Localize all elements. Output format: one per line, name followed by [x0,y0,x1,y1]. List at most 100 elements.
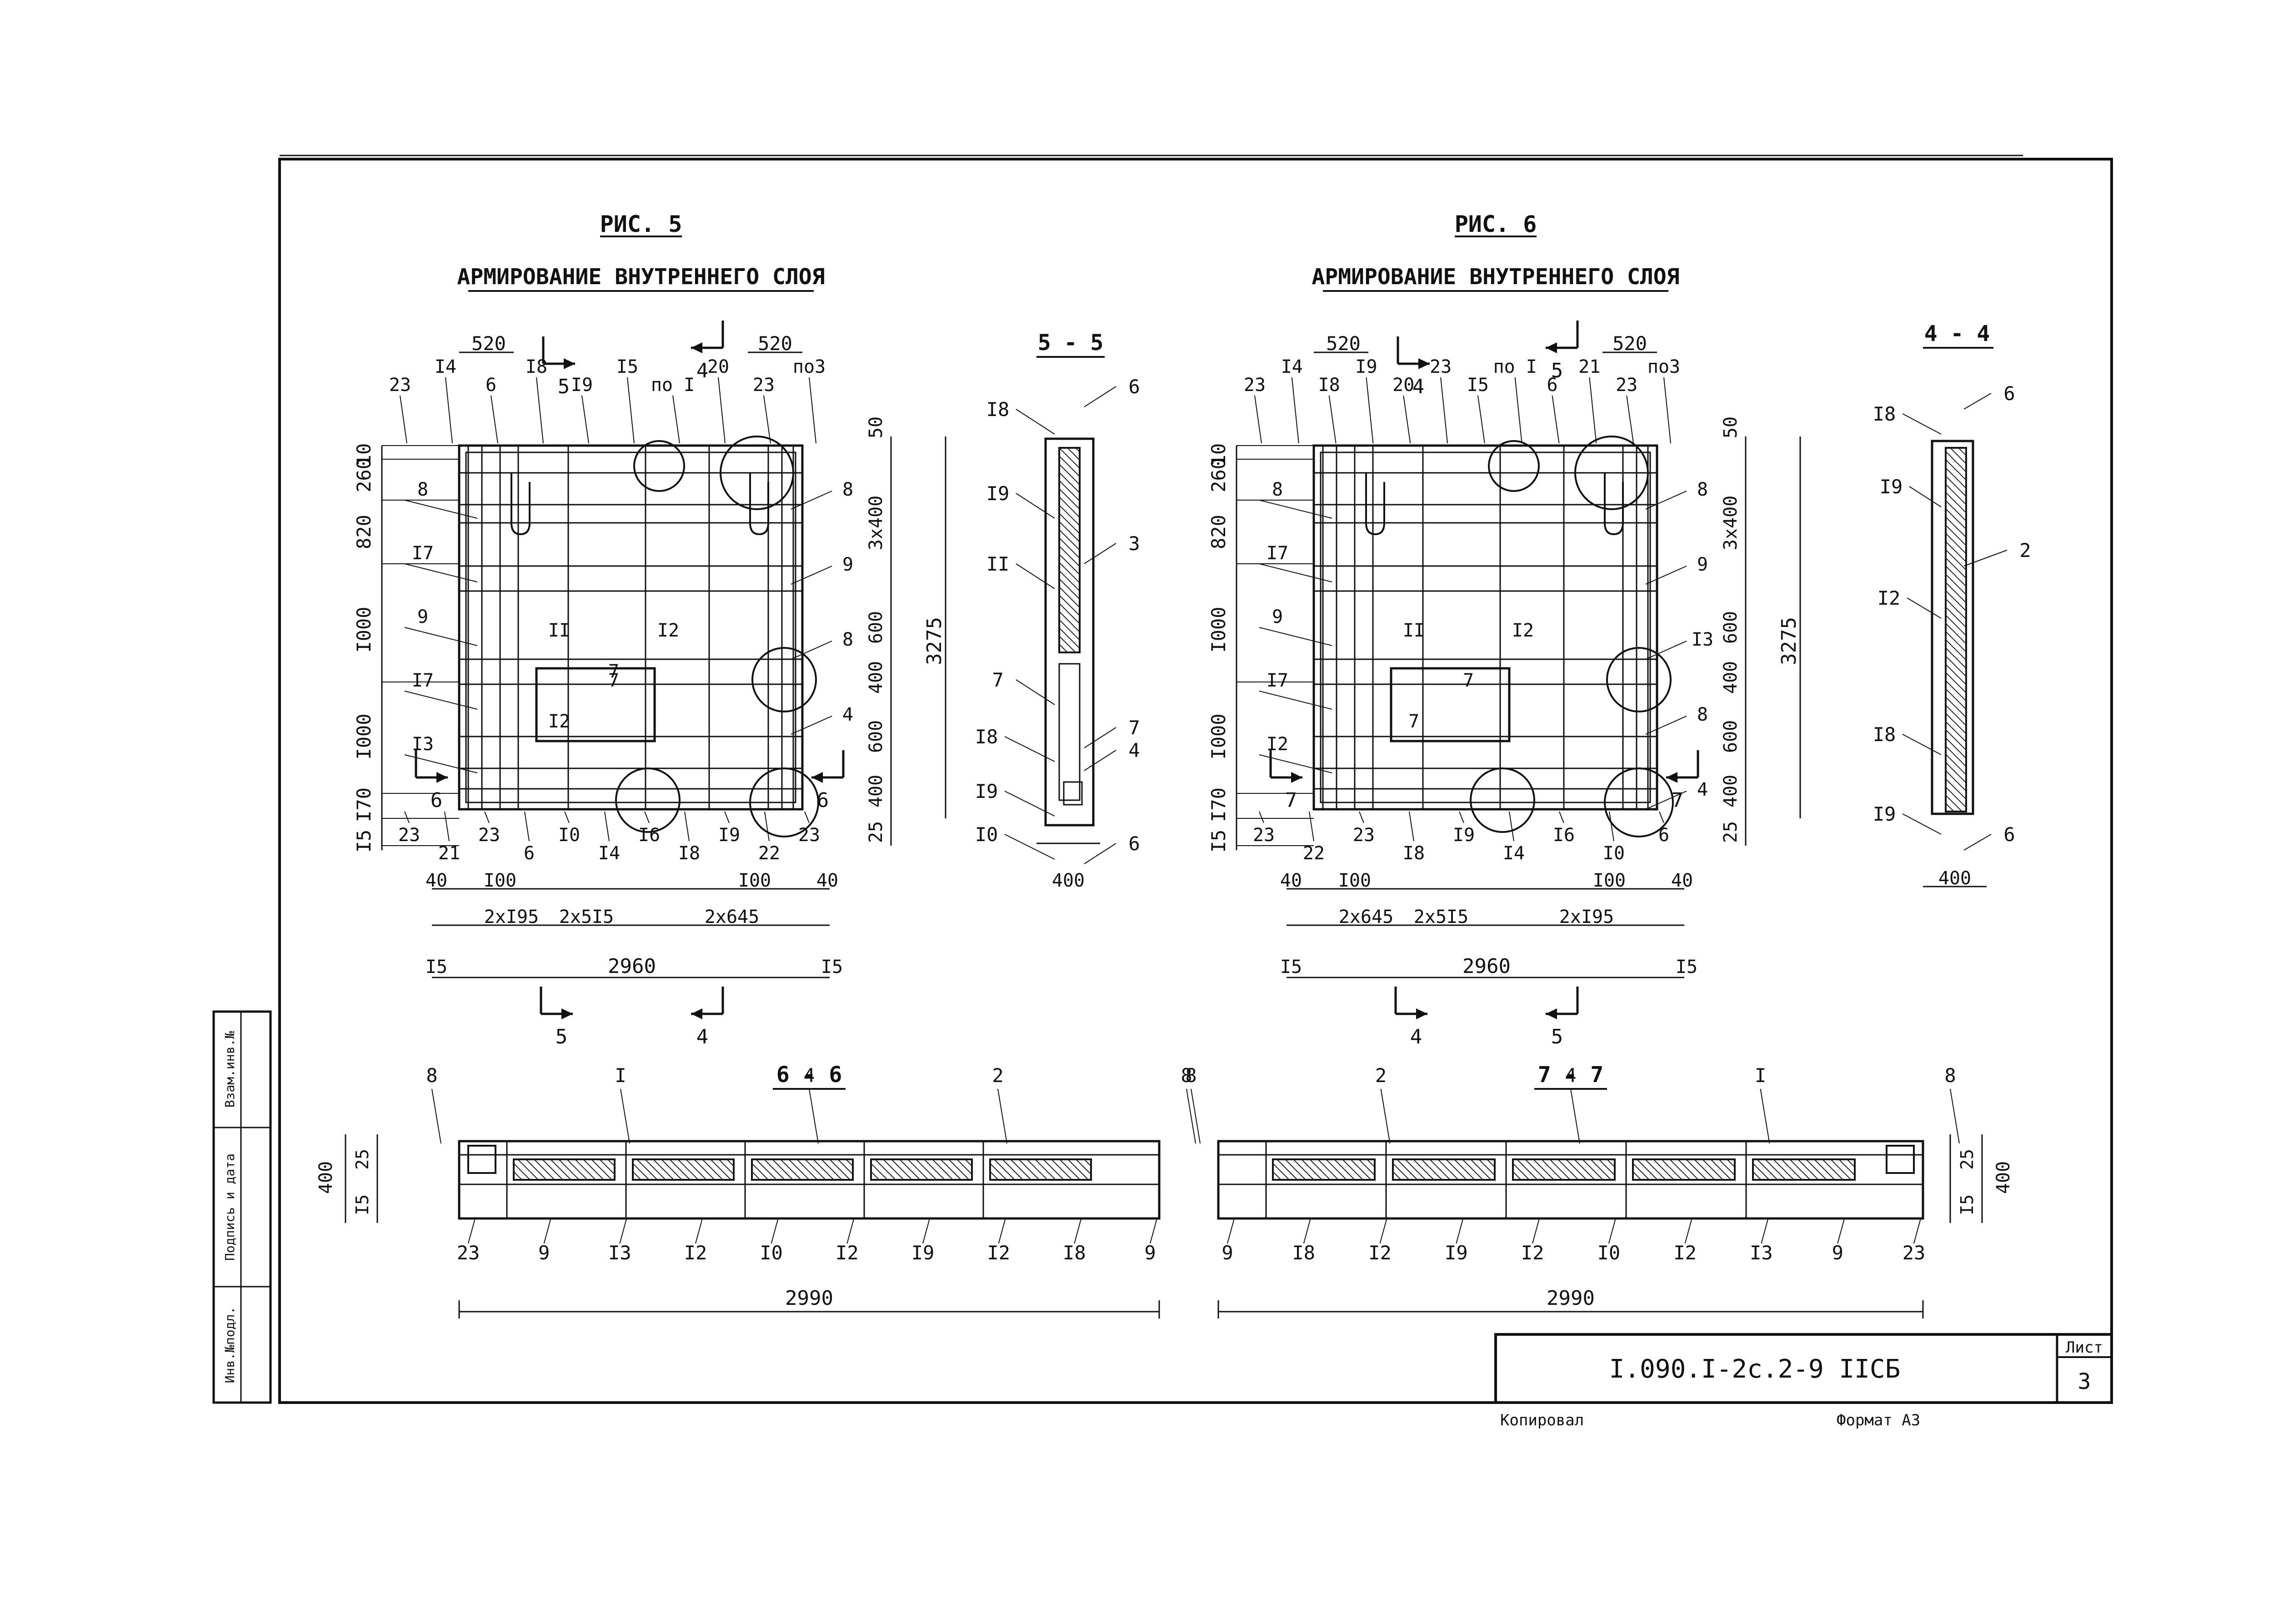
position-label: I9 [1880,476,1903,498]
dimension-label: 3275 [1777,617,1801,665]
position-label: 23 [1616,375,1637,396]
position-label: 8 [1697,704,1708,725]
position-label: 22 [758,843,780,864]
dimension-label: I70 [1207,787,1230,822]
line [404,500,478,519]
line [1016,563,1055,589]
position-label: 21 [1578,356,1600,377]
outline [1752,1158,1856,1181]
dimension-label: 10 [353,443,375,466]
dimension-label: 2xI95 [484,907,539,927]
dimension-label: I5 [1957,1194,1977,1215]
insulation-hatch [846,1159,853,1167]
section-arrow-icon [691,1008,702,1019]
position-label: 6 [486,375,496,396]
insulation-hatch [1632,1163,1650,1180]
dimension-label: 2x5I5 [1414,907,1468,927]
insulation-hatch [1525,1159,1546,1180]
position-label: по I [1493,356,1537,377]
insulation-hatch [1950,447,1967,464]
copied-label: Копировал [1500,1411,1584,1429]
position-label: I9 [911,1242,935,1264]
insulation-hatch [1958,447,1967,456]
format-label: Формат А3 [1837,1411,1920,1429]
line [1907,597,1942,619]
position-label: 4 [1565,1064,1576,1087]
section-title: 6 - 6 [776,1062,842,1088]
line [1004,791,1055,817]
line [536,377,544,444]
outline [1312,444,1658,811]
insulation-hatch [1945,467,1967,489]
insulation-hatch [965,1159,972,1167]
line [1191,1088,1201,1144]
position-label: 21 [438,843,460,864]
detail-circle [1606,647,1672,712]
dimension-label: 820 [1207,515,1230,549]
dimension-label: 820 [353,515,375,549]
position-label: 6 [1658,825,1669,846]
position-label: по I [651,375,695,396]
position-label: I0 [975,823,998,846]
insulation-hatch [1945,697,1967,718]
dimension-label: 40 [816,870,838,891]
insulation-hatch [751,1163,769,1180]
insulation-hatch [1822,1159,1843,1180]
line [1477,395,1485,444]
insulation-hatch [837,1159,853,1175]
line [718,377,726,444]
outline [458,1140,1161,1220]
line [1570,1088,1580,1144]
position-label: I4 [435,356,456,377]
position-label: I4 [1503,843,1525,864]
insulation-hatch [1945,525,1967,546]
line [1084,843,1116,864]
section-arrow-icon [1291,772,1302,783]
figure-title: РИС. 6 [1455,211,1537,237]
insulation-hatch [1272,1163,1290,1180]
insulation-hatch [1830,1159,1852,1180]
line [543,1218,551,1244]
dimension-label: 520 [1612,332,1647,355]
insulation-hatch [1702,1159,1723,1180]
insulation-hatch [1945,508,1967,530]
position-label: 8 [1697,479,1708,500]
position-label: 8 [1272,479,1283,500]
insulation-hatch [1945,574,1967,595]
insulation-hatch [1392,1163,1410,1180]
position-label: I4 [1281,356,1303,377]
insulation-hatch [1059,644,1068,653]
insulation-hatch [1413,1159,1434,1180]
line [1409,811,1414,842]
dimension-label: I00 [484,870,516,891]
line [1309,811,1314,842]
section-mark: 4 [696,359,709,382]
dimension-label: 600 [1720,720,1741,753]
dimension-label: I5 [1676,957,1697,977]
section-arrow-icon [564,358,575,369]
section-mark: 5 [558,375,570,398]
dimension-label: 25 [1720,821,1741,843]
dimension-label: I000 [353,713,375,759]
position-label: I5 [1467,375,1489,396]
line [1328,395,1337,444]
position-label: 6 [1547,375,1557,396]
insulation-hatch [1301,1159,1322,1180]
position-label: II [548,620,570,641]
outline [1512,1158,1616,1181]
stamp-field-label: Взам.инв.№ [222,1031,237,1108]
insulation-hatch [1945,778,1967,800]
detail-circle [751,647,817,712]
outline [458,444,804,811]
position-label: I8 [678,843,700,864]
insulation-hatch [1512,1171,1522,1180]
line [1684,1218,1692,1244]
dimension-label: 2960 [608,955,656,978]
line [1259,500,1332,519]
dimension-label: 400 [1938,868,1971,889]
line [804,811,810,823]
insulation-hatch [1789,1159,1811,1180]
dimension-label: 50 [866,416,886,438]
insulation-hatch [1557,1159,1579,1180]
insulation-hatch [677,1159,699,1180]
